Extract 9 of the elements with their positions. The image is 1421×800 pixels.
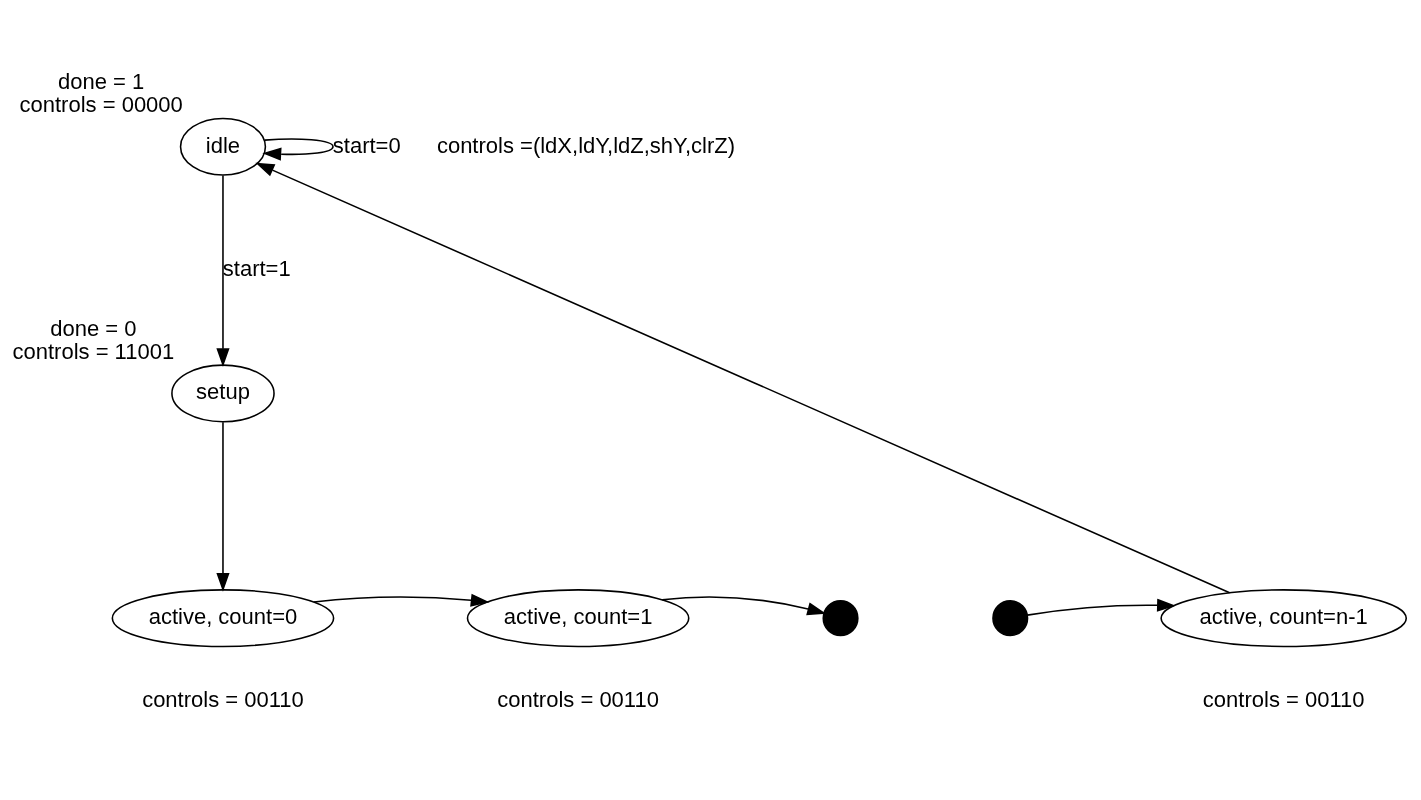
node-label: controls = 00110 [1202,686,1365,712]
edge-label: start=0 [332,132,401,158]
label: controls =(ldX,ldY,ldZ,shY,clrZ) [436,132,736,158]
node-label: controls = 00110 [142,686,304,712]
node-label: done = 1 [58,68,145,94]
node-label: controls = 00110 [497,686,659,712]
node-label: controls = 00000 [19,91,183,117]
node-label: done = 0 [50,315,137,341]
node-label: controls = 11001 [12,338,175,364]
